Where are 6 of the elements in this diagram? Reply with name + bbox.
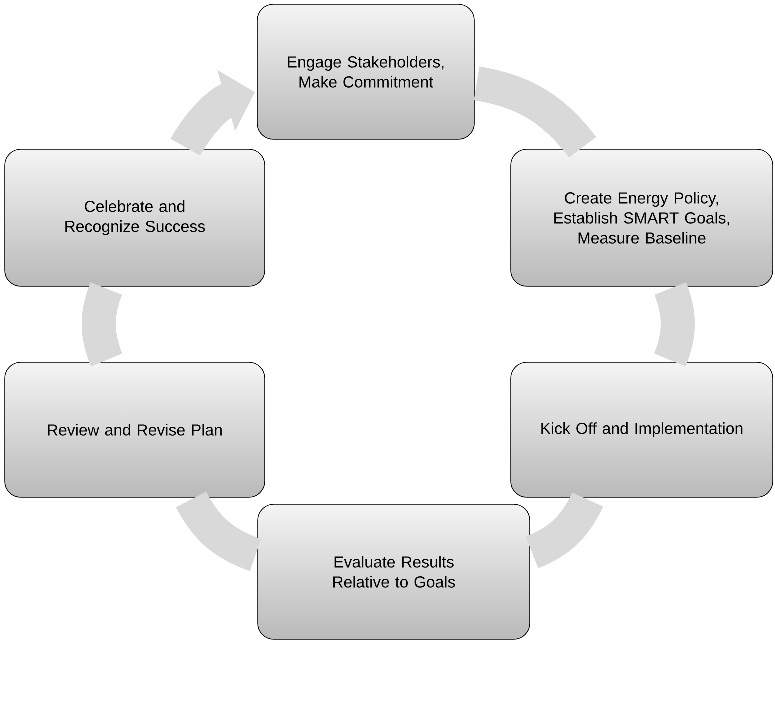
step-box: Engage Stakeholders, Make Commitment bbox=[257, 4, 475, 140]
step-box: Celebrate and Recognize Success bbox=[4, 149, 266, 287]
step-box: Evaluate Results Relative to Goals bbox=[258, 504, 530, 640]
step-box: Kick Off and Implementation bbox=[510, 362, 774, 498]
step-box: Review and Revise Plan bbox=[4, 362, 266, 498]
step-box: Create Energy Policy, Establish SMART Goals, Measure Baseline bbox=[510, 149, 774, 287]
